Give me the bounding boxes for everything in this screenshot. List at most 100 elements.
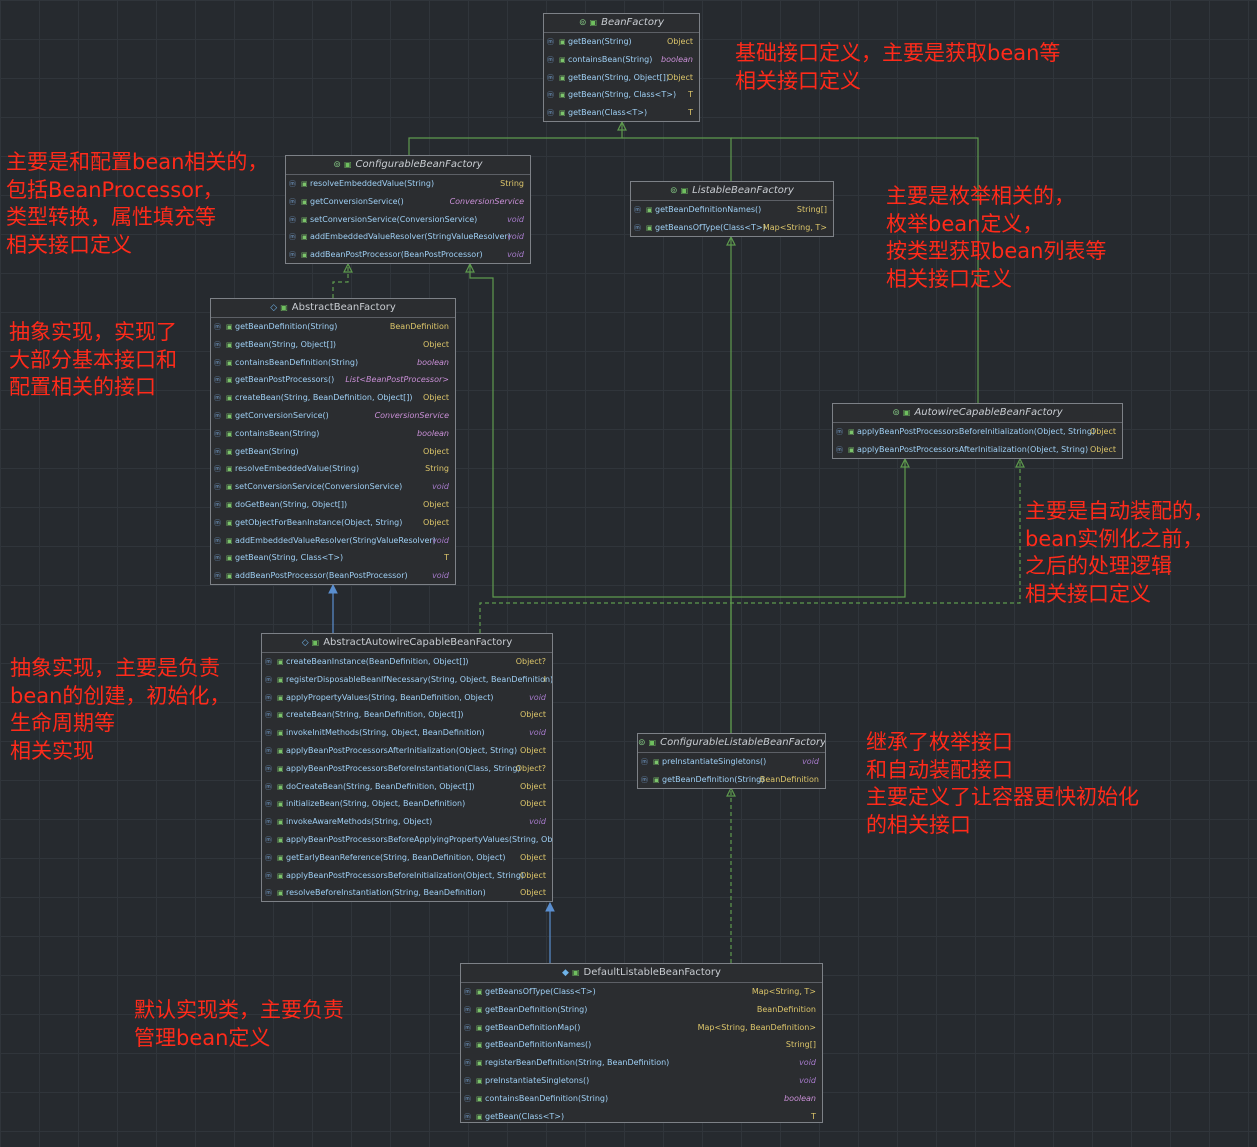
method-signature: resolveBeforeInstantiation(String, BeanD… xyxy=(286,888,486,898)
method-row[interactable]: ⓜ▣setConversionService(ConversionService… xyxy=(286,211,530,229)
return-type: Object xyxy=(422,517,449,527)
method-signature: getBean(String) xyxy=(235,446,299,456)
method-row[interactable]: ⓜ▣addEmbeddedValueResolver(StringValueRe… xyxy=(286,228,530,246)
method-row[interactable]: ⓜ▣getBean(String)Object xyxy=(544,33,699,51)
method-row[interactable]: ⓜ▣getObjectForBeanInstance(Object, Strin… xyxy=(211,514,455,532)
method-row[interactable]: ⓜ▣getBean(String)Object xyxy=(211,443,455,461)
edge-abstract-to-configurable xyxy=(332,264,348,298)
method-row[interactable]: ⓜ▣getBean(Class<T>)T xyxy=(461,1108,822,1122)
node-header: ⊚▣ListableBeanFactory xyxy=(631,182,833,201)
method-row[interactable]: ⓜ▣applyBeanPostProcessorsBeforeInstantia… xyxy=(262,760,552,778)
visibility-icon: ▣ xyxy=(226,376,233,385)
method-row[interactable]: ⓜ▣addEmbeddedValueResolver(StringValueRe… xyxy=(211,532,455,550)
method-row[interactable]: ⓜ▣applyBeanPostProcessorsAfterInitializa… xyxy=(833,441,1122,458)
method-row[interactable]: ⓜ▣preInstantiateSingletons()void xyxy=(461,1072,822,1090)
method-row[interactable]: ⓜ▣preInstantiateSingletons()void xyxy=(638,753,825,771)
method-icon: ⓜ xyxy=(464,1112,471,1121)
visibility-icon: ▣ xyxy=(226,518,233,527)
method-row[interactable]: ⓜ▣registerBeanDefinition(String, BeanDef… xyxy=(461,1054,822,1072)
note-bean-factory: 基础接口定义，主要是获取bean等 相关接口定义 xyxy=(735,41,1061,93)
method-icon: ⓜ xyxy=(634,223,641,232)
method-row[interactable]: ⓜ▣getEarlyBeanReference(String, BeanDefi… xyxy=(262,849,552,867)
method-icon: ⓜ xyxy=(214,394,221,403)
method-row[interactable]: ⓜ▣registerDisposableBeanIfNecessary(Stri… xyxy=(262,671,552,689)
return-type: String xyxy=(425,464,449,474)
method-row[interactable]: ⓜ▣applyPropertyValues(String, BeanDefini… xyxy=(262,689,552,707)
method-row[interactable]: ⓜ▣getBeansOfType(Class<T>)Map<String, T> xyxy=(461,983,822,1001)
method-signature: getBean(Class<T>) xyxy=(485,1111,565,1121)
method-row[interactable]: ⓜ▣getConversionService()ConversionServic… xyxy=(211,407,455,425)
method-signature: getBean(String, Object[]) xyxy=(235,339,337,349)
method-row[interactable]: ⓜ▣addBeanPostProcessor(BeanPostProcessor… xyxy=(211,567,455,584)
method-row[interactable]: ⓜ▣getBeanDefinition(String)BeanDefinitio… xyxy=(211,318,455,336)
method-row[interactable]: ⓜ▣doCreateBean(String, BeanDefinition, O… xyxy=(262,778,552,796)
visibility-icon: ▣ xyxy=(277,835,284,844)
return-type: String[] xyxy=(796,205,827,214)
visibility-icon: ▣ xyxy=(476,1059,483,1068)
method-row[interactable]: ⓜ▣containsBeanDefinition(String)boolean xyxy=(211,354,455,372)
method-row[interactable]: ⓜ▣getBean(String, Object[])Object xyxy=(544,69,699,87)
method-row[interactable]: ⓜ▣containsBeanDefinition(String)boolean xyxy=(461,1090,822,1108)
method-row[interactable]: ⓜ▣applyBeanPostProcessorsBeforeApplyingP… xyxy=(262,831,552,849)
method-row[interactable]: ⓜ▣resolveEmbeddedValue(String)String xyxy=(211,460,455,478)
method-row[interactable]: ⓜ▣createBean(String, BeanDefinition, Obj… xyxy=(262,706,552,724)
return-type: Object xyxy=(1089,444,1116,454)
method-row[interactable]: ⓜ▣containsBean(String)boolean xyxy=(544,51,699,69)
method-signature: getBeanDefinitionNames() xyxy=(485,1040,592,1050)
return-type: Object xyxy=(1089,427,1116,436)
method-row[interactable]: ⓜ▣containsBean(String)boolean xyxy=(211,425,455,443)
method-row[interactable]: ⓜ▣getBeanDefinition(String)BeanDefinitio… xyxy=(461,1001,822,1019)
method-row[interactable]: ⓜ▣getBean(Class<T>)T xyxy=(544,104,699,121)
method-icon: ⓜ xyxy=(214,518,221,527)
visibility-icon: ▣ xyxy=(226,483,233,492)
method-icon: ⓜ xyxy=(547,55,554,64)
method-row[interactable]: ⓜ▣createBeanInstance(BeanDefinition, Obj… xyxy=(262,653,552,671)
note-default-listable: 默认实现类，主要负责 管理bean定义 xyxy=(134,998,344,1050)
method-row[interactable]: ⓜ▣applyBeanPostProcessorsBeforeInitializ… xyxy=(833,423,1122,441)
return-type: Object xyxy=(519,799,546,809)
return-type: boolean xyxy=(784,1093,816,1103)
method-icon: ⓜ xyxy=(214,340,221,349)
method-row[interactable]: ⓜ▣resolveBeforeInstantiation(String, Bea… xyxy=(262,884,552,901)
method-signature: initializeBean(String, Object, BeanDefin… xyxy=(286,799,466,809)
method-row[interactable]: ⓜ▣applyBeanPostProcessorsBeforeInitializ… xyxy=(262,867,552,885)
method-signature: preInstantiateSingletons() xyxy=(662,757,767,766)
method-row[interactable]: ⓜ▣getBean(String, Class<T>)T xyxy=(544,86,699,104)
public-modifier-icon: ▣ xyxy=(280,303,288,312)
method-row[interactable]: ⓜ▣getBeanPostProcessors()List<BeanPostPr… xyxy=(211,371,455,389)
visibility-icon: ▣ xyxy=(646,223,653,232)
method-icon: ⓜ xyxy=(265,693,272,702)
method-row[interactable]: ⓜ▣getConversionService()ConversionServic… xyxy=(286,193,530,211)
method-row[interactable]: ⓜ▣getBeanDefinitionNames()String[] xyxy=(631,201,833,219)
method-row[interactable]: ⓜ▣setConversionService(ConversionService… xyxy=(211,478,455,496)
method-row[interactable]: ⓜ▣getBeansOfType(Class<T>)Map<String, T> xyxy=(631,219,833,236)
method-signature: getBeanDefinition(String) xyxy=(485,1004,588,1014)
method-row[interactable]: ⓜ▣invokeAwareMethods(String, Object)void xyxy=(262,813,552,831)
method-signature: applyBeanPostProcessorsBeforeInitializat… xyxy=(857,427,1096,436)
method-row[interactable]: ⓜ▣invokeInitMethods(String, Object, Bean… xyxy=(262,724,552,742)
method-row[interactable]: ⓜ▣applyBeanPostProcessorsAfterInitializa… xyxy=(262,742,552,760)
note-configurable: 主要是和配置bean相关的， 包括BeanProcessor， 类型转换，属性填… xyxy=(6,150,269,257)
visibility-icon: ▣ xyxy=(301,197,308,206)
method-row[interactable]: ⓜ▣getBean(String, Class<T>)T xyxy=(211,549,455,567)
method-row[interactable]: ⓜ▣addBeanPostProcessor(BeanPostProcessor… xyxy=(286,246,530,263)
interface-icon: ⊚ xyxy=(892,408,900,418)
method-row[interactable]: ⓜ▣createBean(String, BeanDefinition, Obj… xyxy=(211,389,455,407)
method-row[interactable]: ⓜ▣doGetBean(String, Object[])Object xyxy=(211,496,455,514)
method-row[interactable]: ⓜ▣getBeanDefinitionNames()String[] xyxy=(461,1036,822,1054)
method-row[interactable]: ⓜ▣getBeanDefinition(String)BeanDefinitio… xyxy=(638,771,825,788)
method-row[interactable]: ⓜ▣resolveEmbeddedValue(String)String xyxy=(286,175,530,193)
note-abstract-autowire: 抽象实现，主要是负责 bean的创建，初始化， 生命周期等 相关实现 xyxy=(10,656,231,763)
method-row[interactable]: ⓜ▣getBean(String, Object[])Object xyxy=(211,336,455,354)
method-row[interactable]: ⓜ▣initializeBean(String, Object, BeanDef… xyxy=(262,795,552,813)
method-row[interactable]: ⓜ▣getBeanDefinitionMap()Map<String, Bean… xyxy=(461,1019,822,1037)
